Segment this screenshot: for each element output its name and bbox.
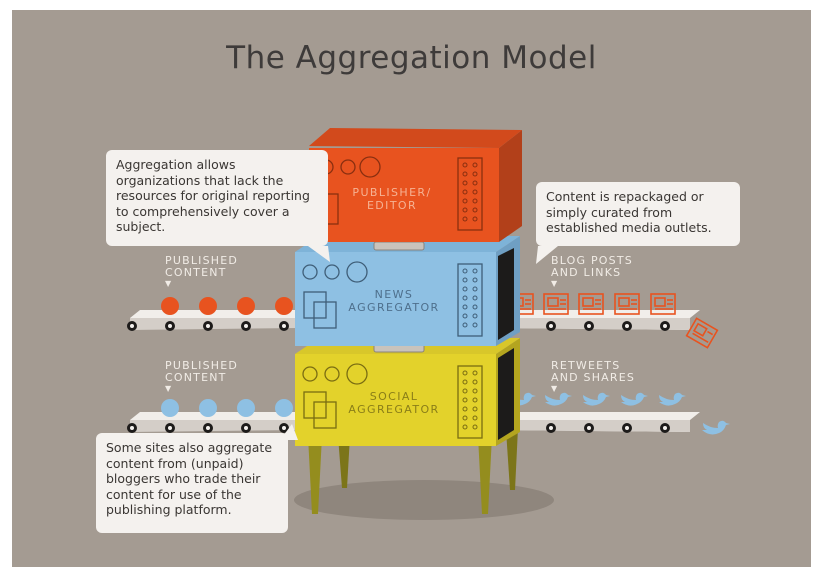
published-content-label-lower: PUBLISHED CONTENT ▼ xyxy=(165,359,239,394)
document-icon xyxy=(614,293,640,315)
label-line1: RETWEETS xyxy=(551,359,621,372)
down-arrow-icon: ▼ xyxy=(165,384,173,393)
blue-dot xyxy=(237,399,255,417)
bird-icon xyxy=(545,392,572,406)
news-line1: NEWS xyxy=(374,288,414,301)
social-aggregator-box xyxy=(295,338,520,446)
bird-icon xyxy=(621,392,648,406)
callout-unpaid: Some sites also aggregate content from (… xyxy=(96,433,288,533)
upper-conveyor xyxy=(127,310,700,331)
orange-content-dots xyxy=(161,297,293,315)
blue-dot xyxy=(275,399,293,417)
document-icon xyxy=(543,293,569,315)
document-icon xyxy=(650,293,676,315)
publisher-line2: EDITOR xyxy=(366,199,418,212)
social-aggregator-label: SOCIAL AGGREGATOR xyxy=(334,390,454,416)
down-arrow-icon: ▼ xyxy=(551,279,559,288)
label-line2: CONTENT xyxy=(165,266,227,279)
falling-bird-icon xyxy=(702,420,730,435)
blue-content-dots xyxy=(161,399,293,417)
machine-legs xyxy=(308,428,518,514)
orange-dot xyxy=(161,297,179,315)
publisher-editor-box xyxy=(309,128,522,242)
publisher-line1: PUBLISHER/ xyxy=(352,186,432,199)
bird-icon xyxy=(659,392,686,406)
connector xyxy=(373,241,425,251)
callout-aggregation: Aggregation allows organizations that la… xyxy=(106,150,328,246)
social-line1: SOCIAL xyxy=(369,390,419,403)
social-line2: AGGREGATOR xyxy=(348,403,440,416)
news-line2: AGGREGATOR xyxy=(348,301,440,314)
orange-dot xyxy=(237,297,255,315)
infographic: The Aggregation Model PUBLISHER/ EDITOR … xyxy=(12,10,811,567)
bird-icon xyxy=(583,392,610,406)
document-icon xyxy=(578,293,604,315)
blog-posts-label: BLOG POSTS AND LINKS ▼ xyxy=(551,254,633,289)
down-arrow-icon: ▼ xyxy=(165,279,173,288)
publisher-editor-label: PUBLISHER/ EDITOR xyxy=(342,186,442,212)
blue-dot xyxy=(161,399,179,417)
label-line2: AND SHARES xyxy=(551,371,636,384)
news-aggregator-label: NEWS AGGREGATOR xyxy=(334,288,454,314)
label-line2: AND LINKS xyxy=(551,266,622,279)
label-line1: PUBLISHED xyxy=(165,359,239,372)
label-line1: BLOG POSTS xyxy=(551,254,633,267)
orange-dot xyxy=(275,297,293,315)
blue-dot xyxy=(199,399,217,417)
orange-dot xyxy=(199,297,217,315)
page-title: The Aggregation Model xyxy=(226,40,597,76)
callout-repackaged: Content is repackaged or simply curated … xyxy=(536,182,740,246)
label-line2: CONTENT xyxy=(165,371,227,384)
retweets-label: RETWEETS AND SHARES ▼ xyxy=(551,359,636,394)
lower-conveyor xyxy=(127,412,700,433)
published-content-label-upper: PUBLISHED CONTENT ▼ xyxy=(165,254,239,289)
illustration xyxy=(127,128,730,520)
falling-document-icon xyxy=(685,317,719,349)
down-arrow-icon: ▼ xyxy=(551,384,559,393)
label-line1: PUBLISHED xyxy=(165,254,239,267)
